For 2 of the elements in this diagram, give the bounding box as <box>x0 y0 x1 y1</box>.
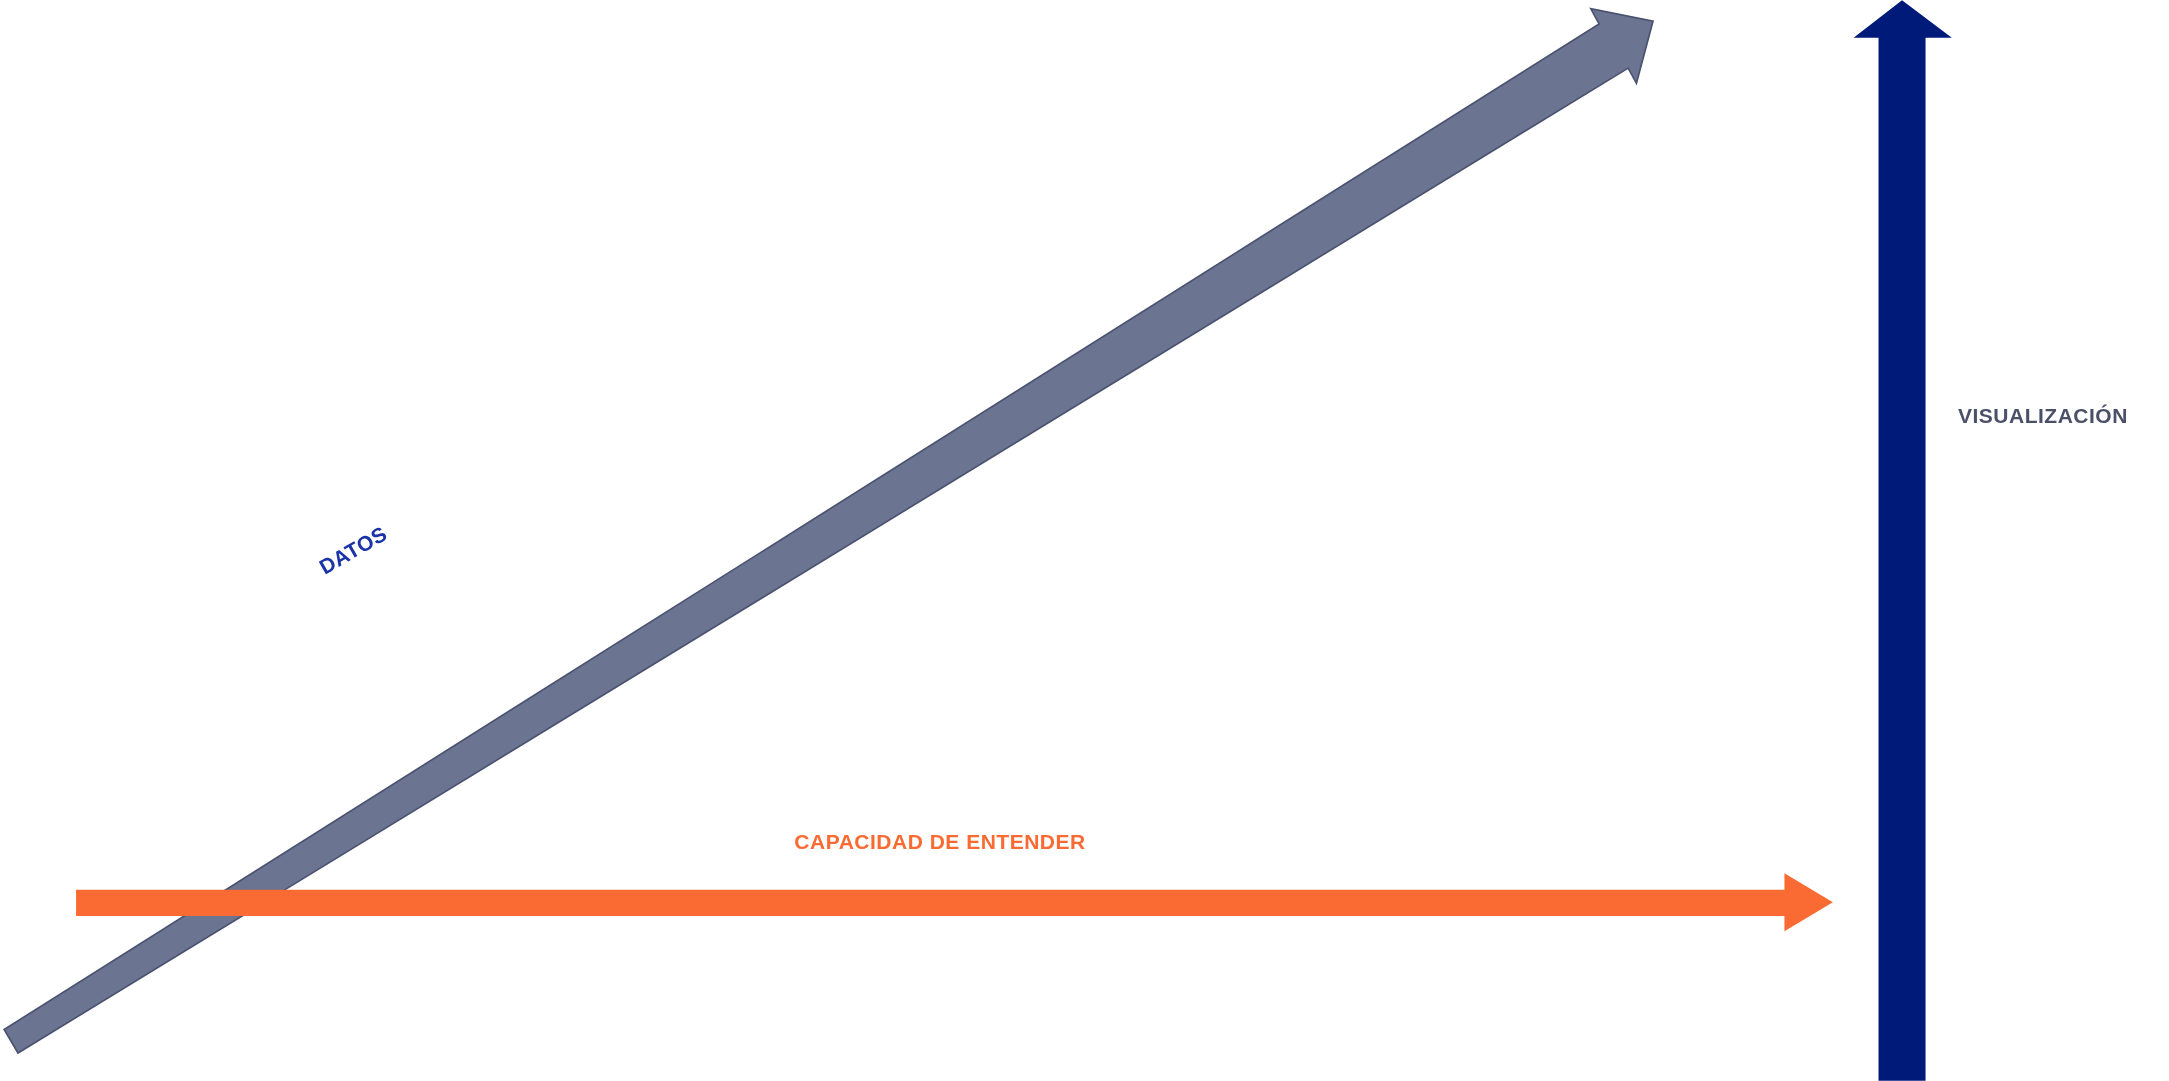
axis-label: VISUALIZACIÓN <box>1958 404 2128 426</box>
axis-label: CAPACIDAD DE ENTENDER <box>794 830 1086 852</box>
